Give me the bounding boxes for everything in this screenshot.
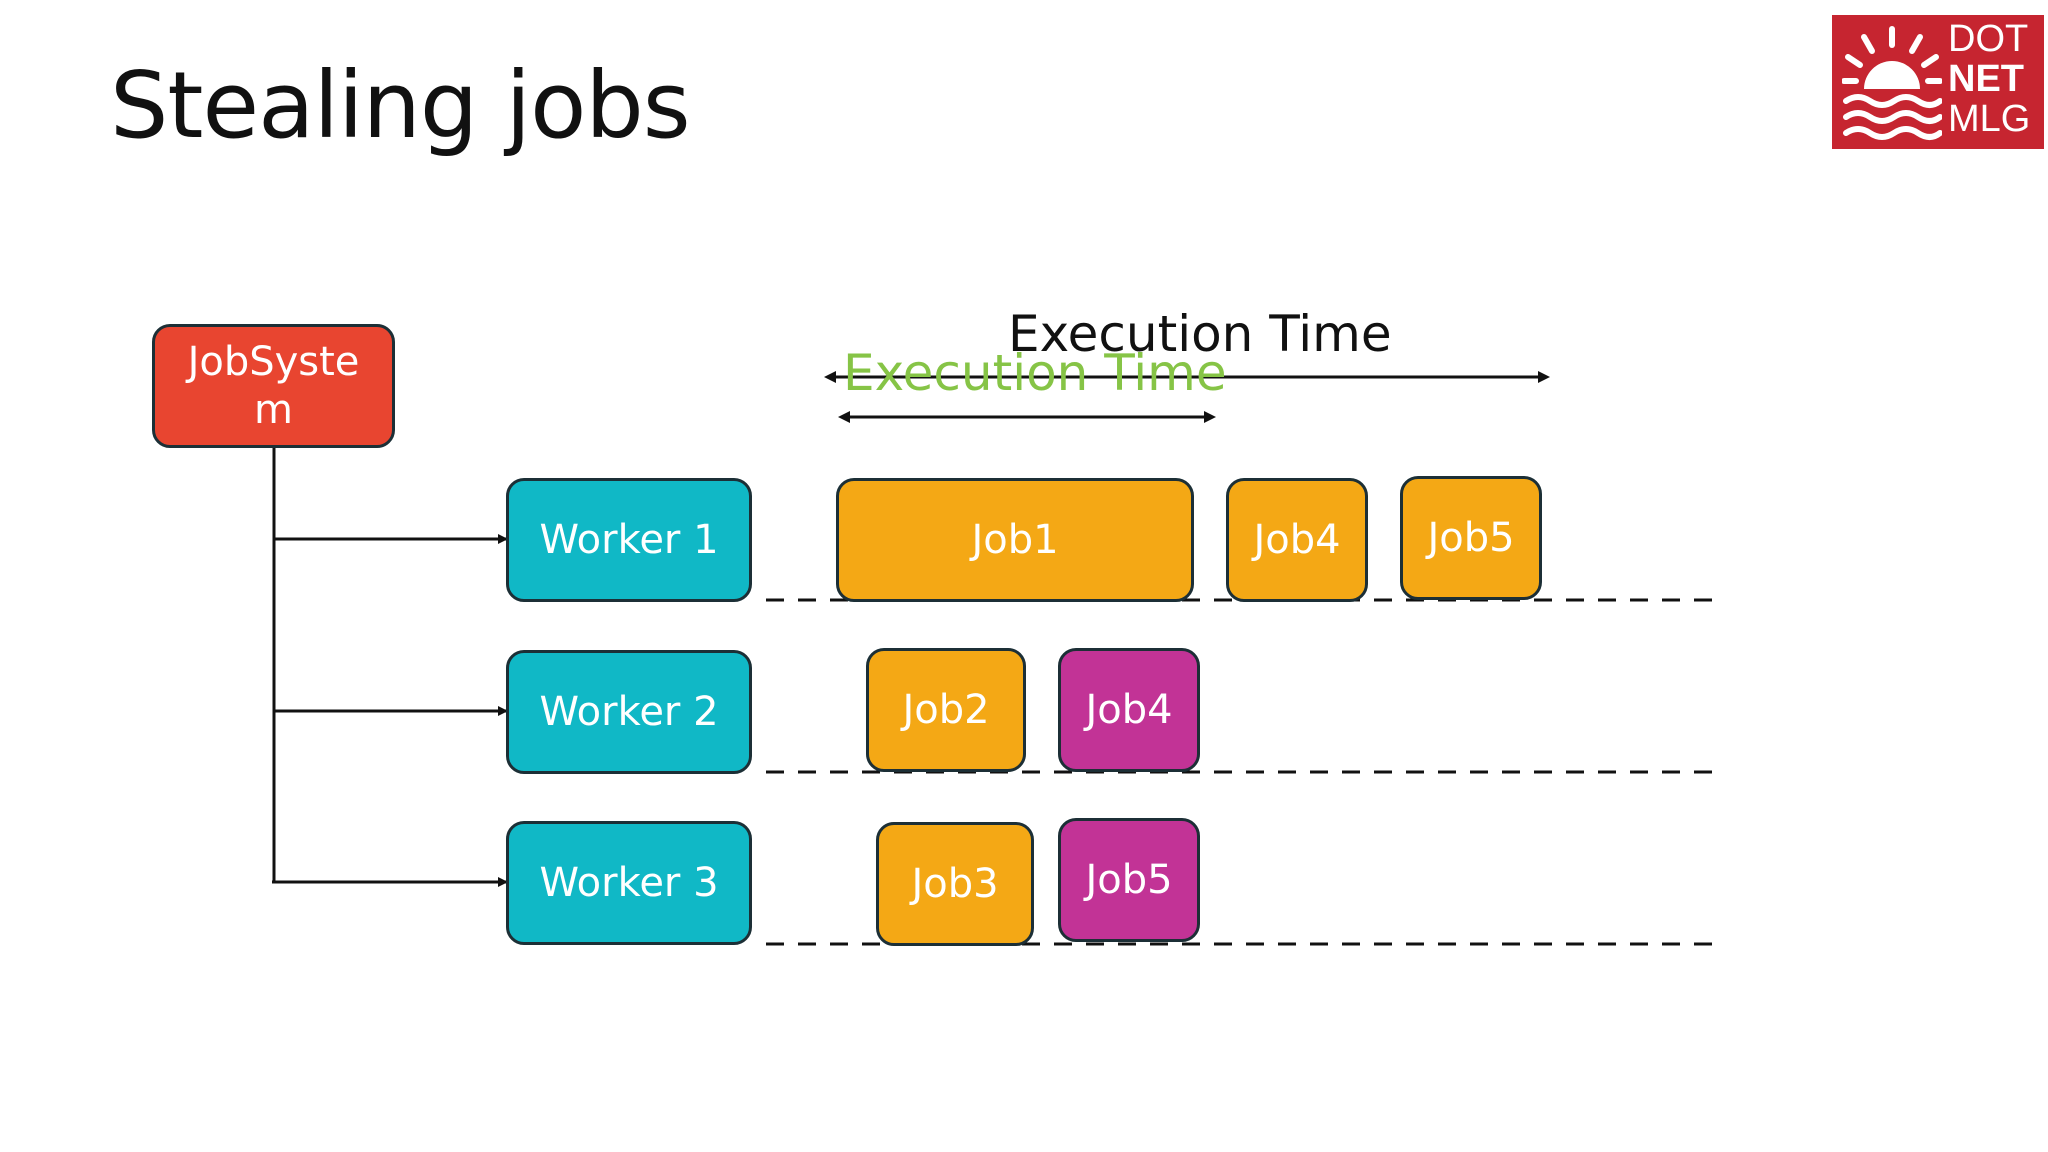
worker-1-node: Worker 1: [506, 478, 752, 602]
logo-text-mlg: MLG: [1948, 98, 2031, 140]
job5-block-stolen: Job5: [1058, 818, 1200, 942]
job2-block: Job2: [866, 648, 1026, 772]
job3-block: Job3: [876, 822, 1034, 946]
job1-block: Job1: [836, 478, 1194, 602]
logo-text-net: NET: [1948, 58, 2024, 100]
slide-title: Stealing jobs: [110, 52, 691, 159]
worker-3-node: Worker 3: [506, 821, 752, 945]
logo-text-dot: DOT: [1948, 18, 2029, 60]
job4-block-worker-1: Job4: [1226, 478, 1368, 602]
job-system-node: JobSyste m: [152, 324, 395, 448]
job4-block-stolen: Job4: [1058, 648, 1200, 772]
sun-over-waves-icon: [1842, 26, 1942, 140]
execution-time-total-label: Execution Time: [1008, 305, 1392, 363]
job5-block-worker-1: Job5: [1400, 476, 1542, 600]
dotnetmlg-logo: DOT NET MLG: [1832, 15, 2044, 149]
execution-time-stolen-label: Execution Time: [843, 344, 1227, 402]
worker-2-node: Worker 2: [506, 650, 752, 774]
